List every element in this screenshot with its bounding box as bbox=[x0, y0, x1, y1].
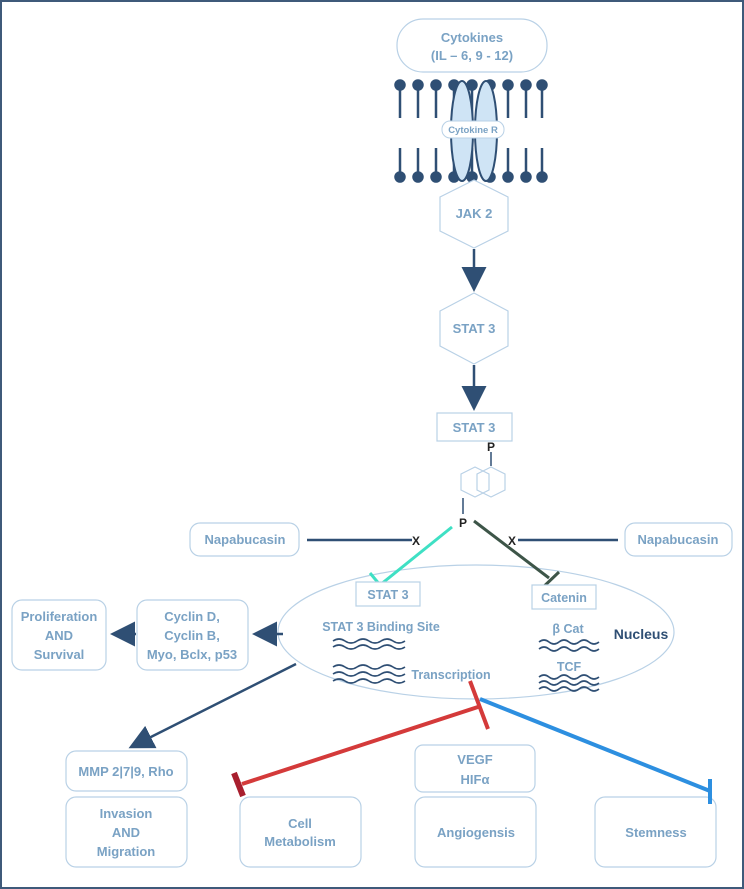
napabucasin-right-node: Napabucasin bbox=[624, 522, 733, 557]
dna-waves-left bbox=[332, 638, 406, 684]
mmp-label: MMP 2|7|9, Rho bbox=[78, 764, 173, 779]
catenin-translocation-line bbox=[473, 519, 550, 580]
stemness-label: Stemness bbox=[625, 825, 686, 840]
inhibition-x-left: X bbox=[412, 534, 420, 548]
jak2-node: JAK 2 bbox=[439, 179, 509, 249]
metabolism-line1: Cell bbox=[288, 816, 312, 831]
stat3-translocation-line bbox=[379, 525, 453, 587]
dna-waves-right bbox=[538, 639, 600, 692]
nucleus-stat3-box: STAT 3 bbox=[355, 581, 421, 607]
vegf-line2: HIFα bbox=[461, 772, 490, 787]
invasion-node: Invasion AND Migration bbox=[65, 796, 188, 868]
arrow-nucleus-mmp bbox=[128, 662, 297, 749]
transcription-label: Transcription bbox=[411, 668, 490, 682]
metabolism-line2: Metabolism bbox=[264, 834, 336, 849]
receptor-label: Cytokine R bbox=[448, 125, 498, 136]
cyclins-line2: Cyclin B, bbox=[164, 628, 220, 643]
red-inhibition bbox=[231, 680, 490, 798]
stat3-box-node: STAT 3 bbox=[436, 412, 513, 442]
napabucasin-right-label: Napabucasin bbox=[638, 532, 719, 547]
vegf-line1: VEGF bbox=[457, 752, 492, 767]
stemness-node: Stemness bbox=[594, 796, 717, 868]
cytokines-node: Cytokines (IL – 6, 9 - 12) bbox=[396, 18, 548, 73]
nucleus-catenin-label: Catenin bbox=[541, 591, 587, 605]
nucleus-catenin-box: Catenin bbox=[531, 584, 597, 610]
metabolism-node: Cell Metabolism bbox=[239, 796, 362, 868]
blue-inhibition bbox=[479, 697, 712, 804]
stat3-hex-node: STAT 3 bbox=[439, 292, 509, 365]
invasion-line2: AND bbox=[112, 825, 140, 840]
angiogenesis-node: Angiogensis bbox=[414, 796, 537, 868]
proliferation-line3: Survival bbox=[34, 647, 85, 662]
proliferation-line2: AND bbox=[45, 628, 73, 643]
invasion-line3: Migration bbox=[97, 844, 156, 859]
inhibition-x-right: X bbox=[508, 534, 516, 548]
proliferation-node: Proliferation AND Survival bbox=[11, 599, 107, 671]
phospho-dimer: P P bbox=[459, 440, 506, 530]
invasion-line1: Invasion bbox=[100, 806, 153, 821]
cytokine-receptor: Cytokine R bbox=[441, 80, 505, 182]
phospho-p-bottom: P bbox=[459, 516, 467, 530]
napabucasin-left-node: Napabucasin bbox=[189, 522, 300, 557]
stat3-hex-label: STAT 3 bbox=[453, 321, 496, 336]
cyclins-line3: Myo, Bclx, p53 bbox=[147, 647, 237, 662]
cyclins-node: Cyclin D, Cyclin B, Myo, Bclx, p53 bbox=[136, 599, 249, 671]
cytokines-sublabel: (IL – 6, 9 - 12) bbox=[431, 48, 513, 63]
phospho-p-top: P bbox=[487, 440, 495, 454]
jak2-label: JAK 2 bbox=[456, 206, 493, 221]
cyclins-line1: Cyclin D, bbox=[164, 609, 220, 624]
vegf-node: VEGF HIFα bbox=[414, 744, 536, 793]
angiogenesis-label: Angiogensis bbox=[437, 825, 515, 840]
stat3-box-label: STAT 3 bbox=[453, 420, 496, 435]
nucleus-stat3-label: STAT 3 bbox=[367, 588, 408, 602]
napabucasin-left-label: Napabucasin bbox=[205, 532, 286, 547]
tcf-label: TCF bbox=[557, 660, 582, 674]
cytokines-label: Cytokines bbox=[441, 30, 503, 45]
mmp-node: MMP 2|7|9, Rho bbox=[65, 750, 188, 792]
nucleus-label: Nucleus bbox=[614, 626, 669, 642]
proliferation-line1: Proliferation bbox=[21, 609, 98, 624]
binding-site-label: STAT 3 Binding Site bbox=[322, 620, 440, 634]
beta-cat-label: β Cat bbox=[552, 622, 584, 636]
